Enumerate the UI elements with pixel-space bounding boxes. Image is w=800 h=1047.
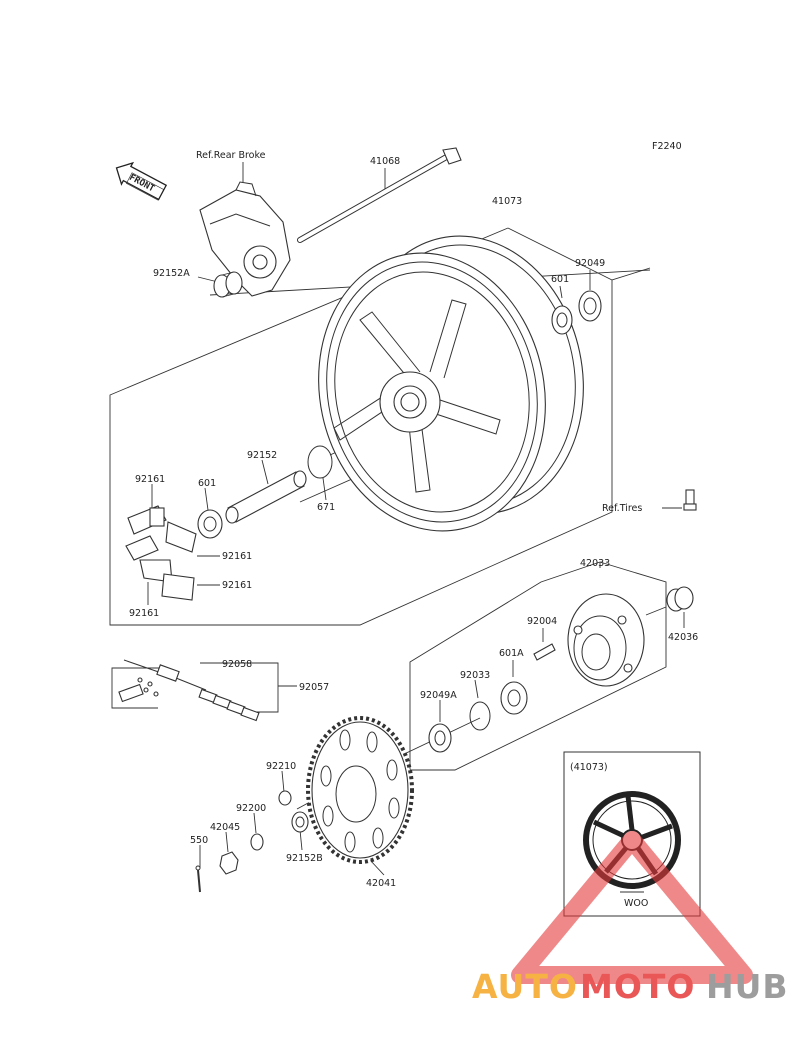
watermark-auto: AUTO <box>472 967 578 1006</box>
label-92210: 92210 <box>266 761 296 772</box>
label-92200: 92200 <box>236 803 266 814</box>
label-92161-mid: 92161 <box>222 551 252 562</box>
nut-92210 <box>278 790 292 806</box>
drive-chain <box>118 659 260 722</box>
bearing-601A <box>500 681 528 715</box>
washer-92200 <box>250 833 264 851</box>
bearing-601-right <box>551 305 573 335</box>
label-92152B: 92152B <box>286 853 323 864</box>
o-ring-671 <box>307 445 333 479</box>
label-41073: 41073 <box>492 196 522 207</box>
seal-92049 <box>578 290 602 322</box>
seal-92049A <box>428 723 452 753</box>
label-601-left: 601 <box>198 478 216 489</box>
label-92161-low: 92161 <box>222 580 252 591</box>
rear-sprocket <box>306 716 414 864</box>
collar-92152A <box>213 271 243 298</box>
label-42033: 42033 <box>580 558 610 569</box>
wheel <box>318 235 584 532</box>
axle-nut-42045 <box>219 851 239 875</box>
label-92152A: 92152A <box>153 268 190 279</box>
automotohub-watermark: AUTO MOTO HUB <box>472 831 789 1006</box>
label-42045: 42045 <box>210 822 240 833</box>
watermark-hub: HUB <box>706 967 789 1006</box>
label-92033: 92033 <box>460 670 490 681</box>
label-671: 671 <box>317 502 335 513</box>
ref-rear-brake-label: Ref.Rear Broke <box>196 150 266 161</box>
label-92049A: 92049A <box>420 690 457 701</box>
label-601A: 601A <box>499 648 524 659</box>
ref-tires-label: Ref.Tires <box>602 503 642 514</box>
label-601-right: 601 <box>551 274 569 285</box>
axle <box>297 147 462 243</box>
brake-caliper-bracket <box>199 181 291 297</box>
label-92057: 92057 <box>299 682 329 693</box>
damper-set <box>125 505 197 601</box>
cotter-pin-550 <box>195 865 201 893</box>
label-92058: 92058 <box>222 659 252 670</box>
collar-92152B <box>291 811 309 833</box>
label-41068: 41068 <box>370 156 400 167</box>
collar-92152 <box>225 470 307 524</box>
front-arrow-icon: FRONT <box>115 161 168 201</box>
label-92152: 92152 <box>247 450 277 461</box>
inset-note: WOO <box>624 898 648 909</box>
label-92004: 92004 <box>527 616 557 627</box>
coupling-collar-42036 <box>666 586 694 612</box>
label-92049: 92049 <box>575 258 605 269</box>
diagram-code: F2240 <box>652 141 682 152</box>
label-42036: 42036 <box>668 632 698 643</box>
label-92161-bottom: 92161 <box>129 608 159 619</box>
watermark-moto: MOTO <box>580 967 695 1006</box>
stud-92004 <box>533 643 556 661</box>
inset-title: (41073) <box>570 762 608 773</box>
part-labels: Ref.Rear Broke 41068 41073 92152A 601 92… <box>129 150 698 889</box>
label-92161-top: 92161 <box>135 474 165 485</box>
snap-ring-92033 <box>469 701 491 731</box>
bearing-601-left <box>197 509 223 539</box>
tire-valve <box>683 489 697 511</box>
label-42041: 42041 <box>366 878 396 889</box>
label-550: 550 <box>190 835 208 846</box>
sprocket-coupling <box>567 593 645 687</box>
